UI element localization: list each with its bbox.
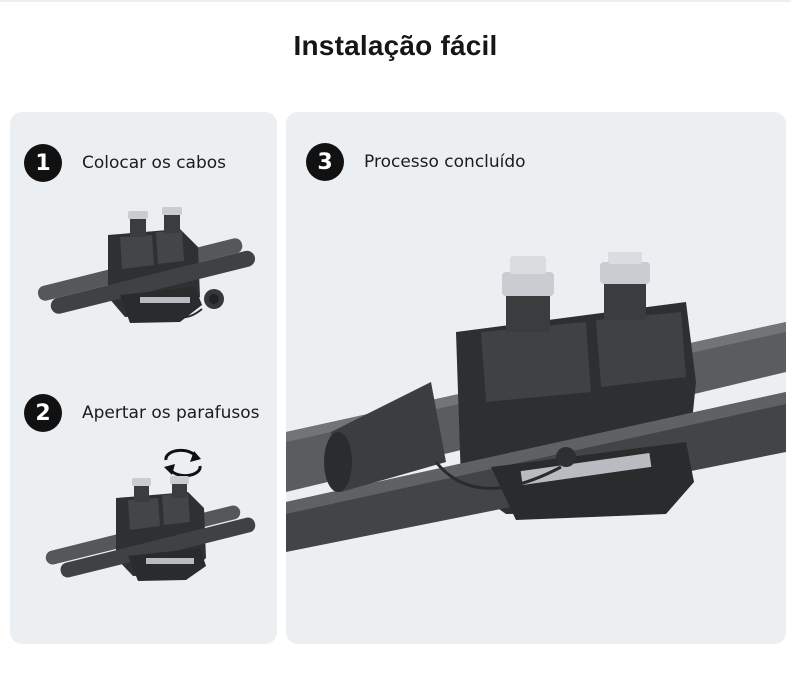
step-1-label: Colocar os cabos xyxy=(82,153,227,173)
steps-card-right: 3 Processo concluído xyxy=(286,112,786,644)
rotate-arrows-icon xyxy=(164,448,202,478)
page-title: Instalação fácil xyxy=(293,30,498,61)
steps-card-left: 1 Colocar os cabos 2 Apertar os parafuso… xyxy=(10,112,277,644)
step-3-number-badge: 3 xyxy=(306,143,344,181)
step-2-number-badge: 2 xyxy=(24,394,62,432)
step-3-label: Processo concluído xyxy=(364,152,526,172)
step-2: 2 Apertar os parafusos xyxy=(24,394,260,432)
clamp-tighten-bolts-illustration xyxy=(45,448,256,581)
step-1: 1 Colocar os cabos xyxy=(24,144,226,182)
step-1-number-badge: 1 xyxy=(24,144,62,182)
step-3: 3 Processo concluído xyxy=(306,143,526,181)
clamp-installed-illustration xyxy=(286,252,786,552)
clamp-cables-placed-illustration xyxy=(37,207,256,323)
top-divider xyxy=(0,0,791,2)
step-2-label: Apertar os parafusos xyxy=(82,403,260,423)
